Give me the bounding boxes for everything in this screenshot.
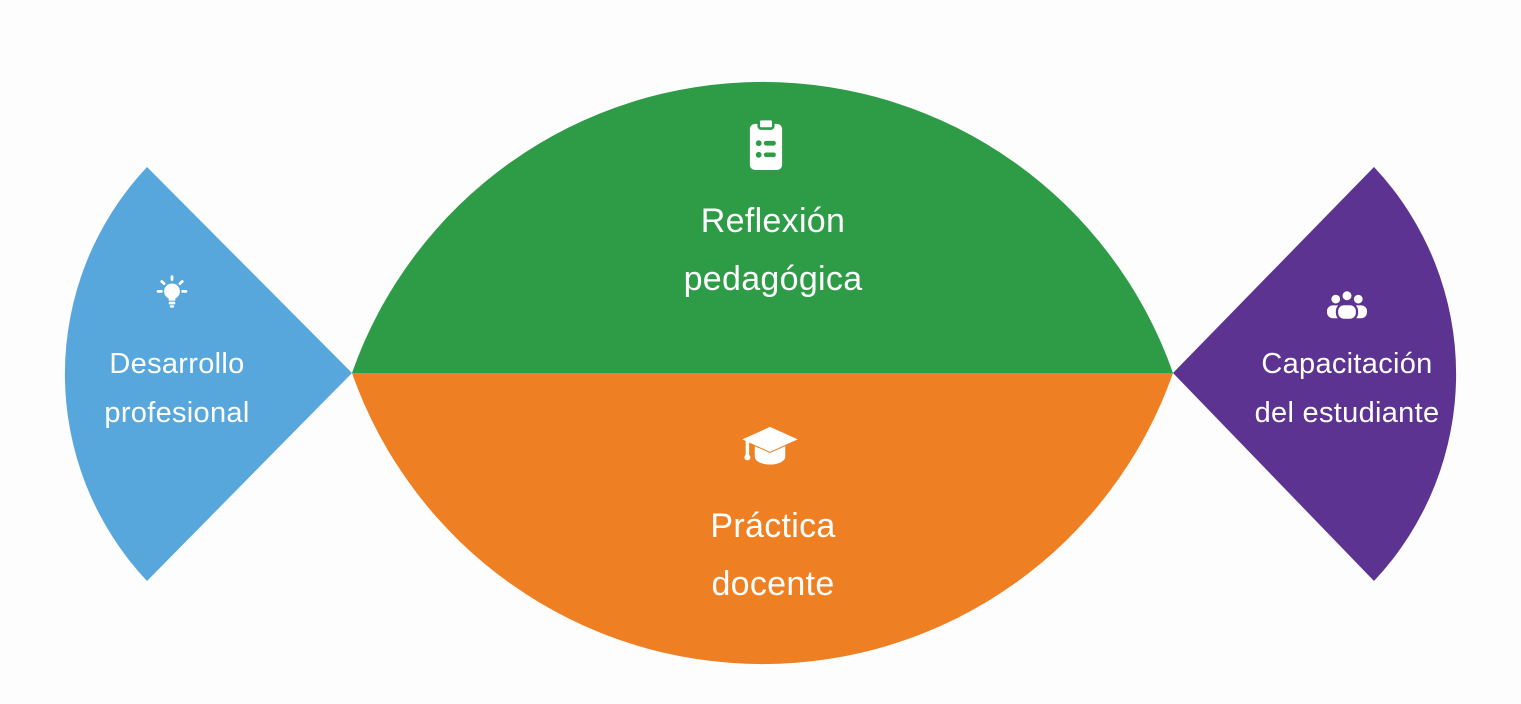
left-segment-label-line1: Desarrollo: [109, 348, 245, 380]
people-group-icon: [1322, 284, 1372, 330]
right-segment-label: Capacitación del estudiante: [1212, 340, 1482, 438]
bottom-segment-label-line1: Práctica: [710, 507, 836, 545]
clipboard-checklist-icon: [740, 117, 792, 175]
left-segment-label-line2: profesional: [104, 397, 250, 429]
right-petal-shape: [1173, 167, 1457, 581]
right-segment-label-line1: Capacitación: [1261, 348, 1433, 380]
top-segment-label: Reflexión pedagógica: [593, 192, 953, 308]
left-petal-shape: [64, 167, 353, 581]
graduation-cap-icon: [740, 424, 800, 476]
left-segment-label: Desarrollo profesional: [47, 340, 307, 438]
bottom-lens-shape: [352, 373, 1173, 665]
top-segment-label-line1: Reflexión: [700, 202, 846, 240]
bottom-segment-label: Práctica docente: [593, 497, 953, 613]
top-lens-shape: [352, 81, 1173, 374]
right-segment-label-line2: del estudiante: [1254, 397, 1440, 429]
top-segment-label-line2: pedagógica: [683, 260, 863, 298]
bottom-segment-label-line2: docente: [711, 565, 835, 603]
lightbulb-icon: [150, 273, 194, 317]
